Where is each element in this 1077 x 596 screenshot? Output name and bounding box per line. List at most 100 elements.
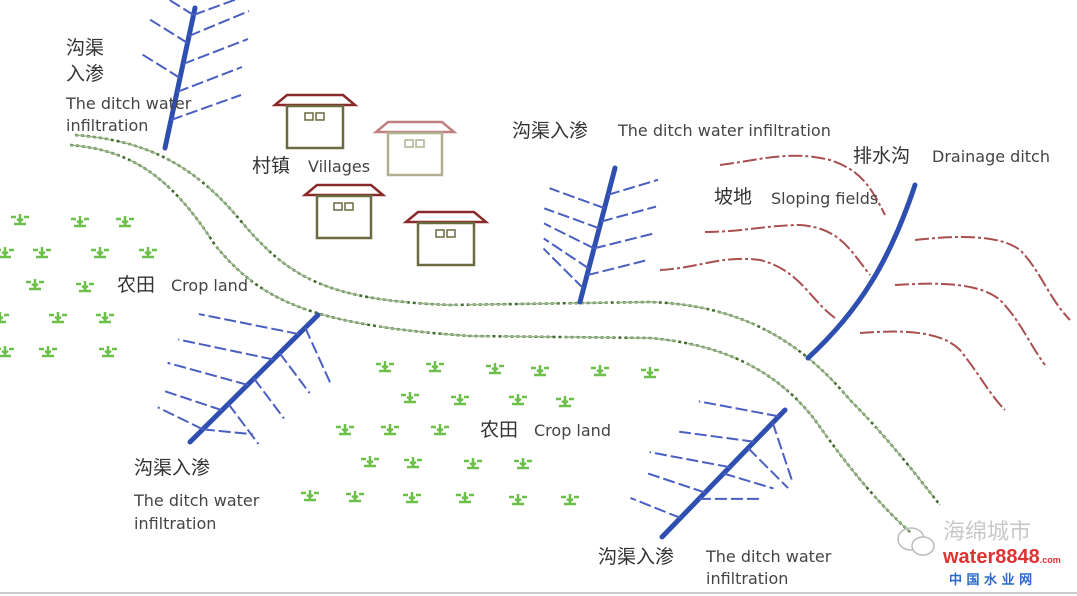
ditch-bottom-left-branch [227,403,260,445]
sloping-label-zh: 坡地 [714,186,753,208]
crop-plant-icon [403,492,421,504]
ditch-br-label-en-1: The ditch water [706,547,832,566]
crop-plant-icon [464,458,482,470]
crop-plant-icon [561,494,579,506]
wechat-icon [897,527,935,556]
villages-label-zh: 村镇 [252,155,291,177]
crop-plant-icon [514,458,532,470]
watermark-text: 海绵城市 [943,520,1032,545]
sloping-field-line [859,330,1006,411]
ditch-tl-label-en-1: The ditch water [66,94,192,113]
crop-plant-icon [116,216,134,228]
ditch-bottom-left-branch [167,361,248,386]
ditch-bottom-left-branch [157,406,204,431]
ditch-middle-branch [586,259,648,277]
crop-mid-label-en: Crop land [534,421,611,440]
ditch-bottom-left-branch [202,428,253,436]
crop-plant-icon [76,281,94,293]
crop-plant-icon [0,247,14,259]
ditch-tl-label-zh-2: 入渗 [66,63,105,85]
house-icon [271,93,359,150]
crop-plant-icon [556,396,574,408]
sloping-field-line [704,223,871,276]
crop-plant-icon [139,247,157,259]
brand-text: water8848 [943,546,1040,568]
drainage-label-en: Drainage ditch [932,147,1050,166]
ditch-bottom-right-branch [679,430,755,443]
crop-plant-icon [11,214,29,226]
sloping-field-line [914,236,1071,321]
crop-plant-icon [451,394,469,406]
drainage-ditch [805,182,918,361]
villages-label-en: Villages [308,157,371,176]
crop-plant-icon [0,346,14,358]
ditch-top-left-branch [182,38,249,65]
villages [271,93,490,267]
ditch-middle-branch [543,222,595,250]
ditch-middle-branch [593,232,655,250]
ditch-bottom-right-branch [630,497,681,519]
crop-plant-icon [346,491,364,503]
ditch-middle-branch [543,237,590,270]
crop-plant-icon [401,392,419,404]
crop-plant-icon [486,363,504,375]
ditch-middle-branch [600,205,657,223]
ditch-bottom-right-branch [644,471,706,494]
ditch-bottom-right-branch [747,447,789,489]
ditch-bottom-right-branch [771,422,794,484]
ditch-middle-branch [549,187,605,210]
crop-plant-icon [39,346,57,358]
crop-fields [0,214,659,506]
crop-plant-icon [33,247,51,259]
crop-plant-icon [361,456,379,468]
sloping-field-line [894,282,1046,366]
crop-plant-icon [509,394,527,406]
drainage-label-zh: 排水沟 [853,145,911,167]
crop-plant-icon [426,361,444,373]
sloping-label-en: Sloping fields [771,189,879,208]
sloping-fields [659,154,1071,411]
ditch-bottom-left-branch [161,389,223,412]
crop-plant-icon [641,367,659,379]
ditch-tl-label-zh-1: 沟渠 [66,37,105,59]
ditch-top-left-branch [170,94,242,121]
brand-domain: .com [1039,555,1061,565]
ditch-bottom-right-branch [723,472,774,490]
ditch-middle-branch [607,178,659,196]
ditch-middle-branch [543,207,600,230]
ditch-br-label-en-2: infiltration [706,569,789,588]
river [69,133,941,533]
brand-subtitle: 中 国 水 业 网 [949,573,1033,588]
river-bank-upper-light [74,134,941,506]
ditch-tl-label-en-2: infiltration [66,116,149,135]
watermark: 海绵城市 water8848.com 中 国 水 业 网 [895,522,1077,592]
sloping-field-line [719,154,886,216]
ditch-bottom-left-branch [198,313,299,336]
crop-left-label-zh: 农田 [117,274,156,296]
crop-plant-icon [376,361,394,373]
ditch-top-left-branch [176,66,243,93]
crop-plant-icon [49,312,67,324]
crop-plant-icon [91,247,109,259]
house-icon [301,183,387,240]
river-bank-lower-light [69,144,911,533]
ditch-bottom-left-branch [304,327,332,384]
crop-plant-icon [96,312,114,324]
ditch-middle-branch [542,247,585,290]
bottom-divider [0,592,1077,594]
house-icon [402,210,490,267]
crop-plant-icon [99,346,117,358]
ditch-top-left-branch [139,52,181,79]
sloping-field-line [659,257,836,319]
ditch-bl-label-en-1: The ditch water [134,491,260,510]
crop-plant-icon [531,365,549,377]
ditch-bl-label-zh: 沟渠入渗 [134,457,211,479]
crop-plant-icon [456,492,474,504]
ditch-bottom-right-branch [649,451,730,469]
ditch-top-left-branch [193,0,238,16]
ditch-bottom-left-branch [278,352,311,394]
ditches [139,0,918,540]
crop-plant-icon [431,424,449,436]
